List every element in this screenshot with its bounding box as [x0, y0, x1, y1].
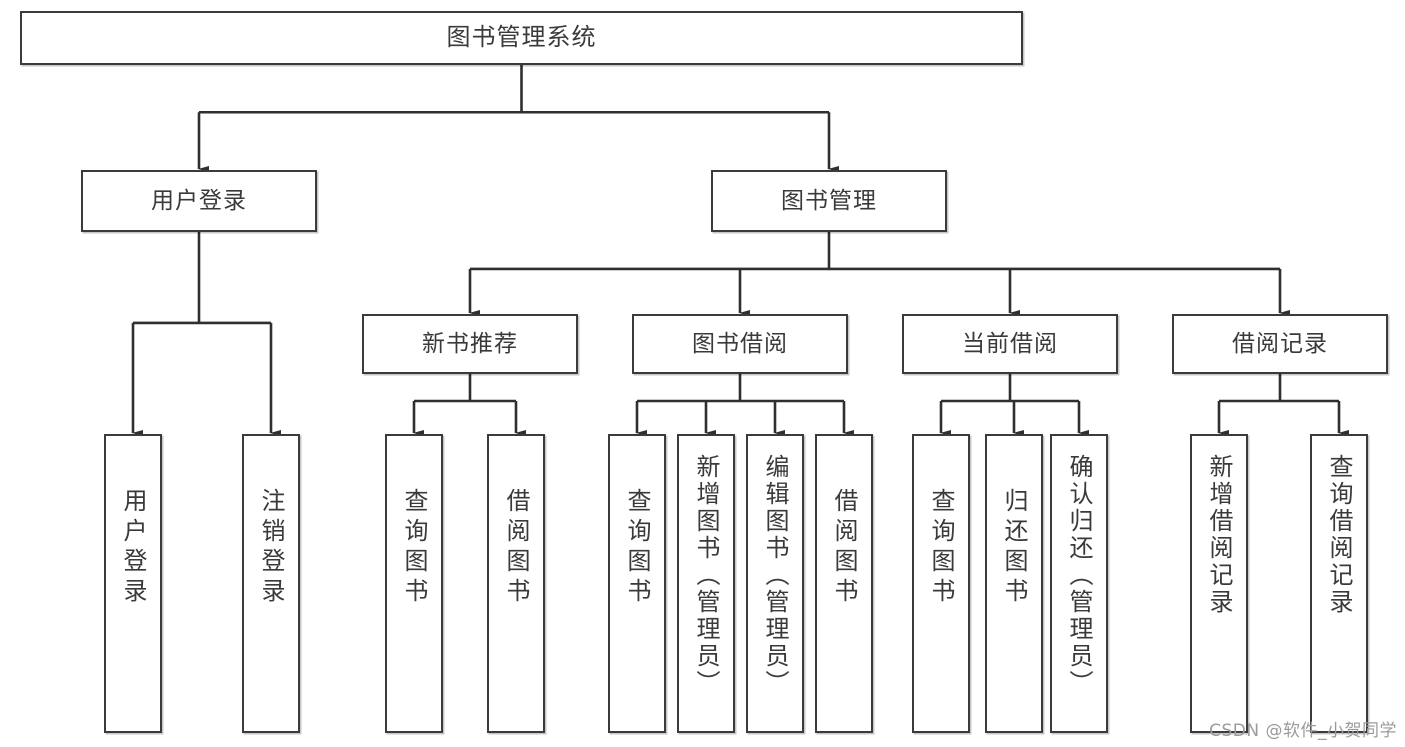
node-leaf-bw-edit[interactable]: 编辑图书（管理员） — [746, 434, 804, 733]
node-label: 图书借阅 — [692, 330, 788, 357]
node-label: 图书管理 — [781, 187, 877, 214]
node-leaf-bw-query[interactable]: 查询图书 — [608, 434, 666, 733]
node-label: 借阅记录 — [1232, 330, 1328, 357]
node-leaf-rec-add[interactable]: 新增借阅记录 — [1190, 434, 1248, 733]
node-label: 图书管理系统 — [446, 23, 597, 52]
node-label: 确认归还（管理员） — [1065, 454, 1093, 697]
node-leaf-cur-query[interactable]: 查询图书 — [912, 434, 970, 733]
node-leaf-nb-query[interactable]: 查询图书 — [385, 434, 443, 733]
node-label: 用户登录 — [151, 187, 247, 214]
node-label: 新增图书（管理员） — [692, 454, 720, 697]
watermark-text: CSDN @软件_小贺同学 — [1209, 721, 1397, 741]
node-label: 查询借阅记录 — [1325, 454, 1353, 616]
node-label: 用户登录 — [119, 488, 147, 608]
node-leaf-rec-query[interactable]: 查询借阅记录 — [1310, 434, 1368, 733]
node-label: 新增借阅记录 — [1205, 454, 1233, 616]
node-label: 注销登录 — [257, 488, 285, 608]
node-leaf-user-login[interactable]: 用户登录 — [104, 434, 162, 733]
node-leaf-cur-confirm[interactable]: 确认归还（管理员） — [1050, 434, 1108, 733]
node-records[interactable]: 借阅记录 — [1172, 314, 1388, 374]
node-label: 查询图书 — [400, 488, 428, 608]
node-label: 查询图书 — [927, 488, 955, 608]
node-leaf-bw-add[interactable]: 新增图书（管理员） — [677, 434, 735, 733]
node-label: 归还图书 — [1000, 488, 1028, 608]
node-label: 查询图书 — [623, 488, 651, 608]
node-leaf-bw-borrow[interactable]: 借阅图书 — [815, 434, 873, 733]
node-newbook[interactable]: 新书推荐 — [362, 314, 578, 374]
node-label: 借阅图书 — [830, 488, 858, 608]
node-label: 当前借阅 — [962, 330, 1058, 357]
node-bookmgmt[interactable]: 图书管理 — [711, 170, 947, 232]
node-label: 编辑图书（管理员） — [761, 454, 789, 697]
node-label: 新书推荐 — [422, 330, 518, 357]
node-current[interactable]: 当前借阅 — [902, 314, 1118, 374]
node-root[interactable]: 图书管理系统 — [20, 11, 1023, 65]
node-label: 借阅图书 — [502, 488, 530, 608]
node-login[interactable]: 用户登录 — [81, 170, 317, 232]
node-leaf-nb-borrow[interactable]: 借阅图书 — [487, 434, 545, 733]
node-leaf-cur-return[interactable]: 归还图书 — [985, 434, 1043, 733]
node-leaf-user-logout[interactable]: 注销登录 — [242, 434, 300, 733]
node-borrow[interactable]: 图书借阅 — [632, 314, 848, 374]
